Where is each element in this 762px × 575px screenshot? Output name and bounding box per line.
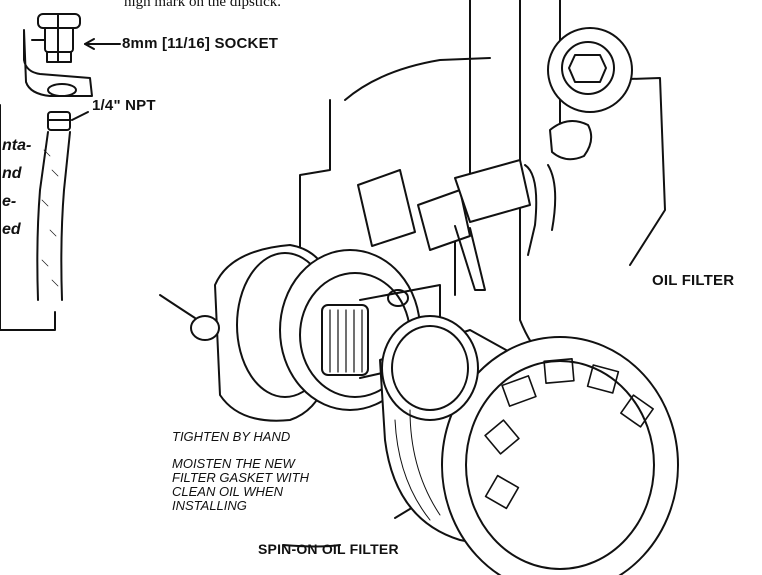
oil-filter-canister <box>379 315 679 575</box>
side-note-fragments: nta- nd e- ed <box>2 132 31 244</box>
side-note-line: nd <box>2 165 22 182</box>
spin-on-filter-label: SPIN-ON OIL FILTER <box>258 541 399 557</box>
side-note-line: e- <box>2 193 17 210</box>
moisten-line: INSTALLING <box>172 498 247 513</box>
tighten-by-hand-label: TIGHTEN BY HAND <box>172 429 291 444</box>
socket-label: 8mm [11/16] SOCKET <box>122 35 279 52</box>
adapter-fittings <box>357 120 593 291</box>
hose-assembly <box>36 111 71 301</box>
moisten-gasket-note: MOISTEN THE NEW FILTER GASKET WITH CLEAN… <box>172 457 309 513</box>
npt-label: 1/4" NPT <box>92 97 156 114</box>
side-note-bracket <box>0 104 56 331</box>
filter-mount <box>190 244 441 422</box>
fitting-assembly <box>23 13 93 97</box>
side-note-line: ed <box>2 221 21 238</box>
moisten-line: FILTER GASKET WITH <box>172 470 309 485</box>
top-instruction-text: high mark on the dipstick. <box>124 0 282 10</box>
oil-filter-label: OIL FILTER <box>652 272 735 289</box>
moisten-line: MOISTEN THE NEW <box>172 456 295 471</box>
side-note-line: nta- <box>2 137 32 154</box>
moisten-line: CLEAN OIL WHEN <box>172 484 284 499</box>
